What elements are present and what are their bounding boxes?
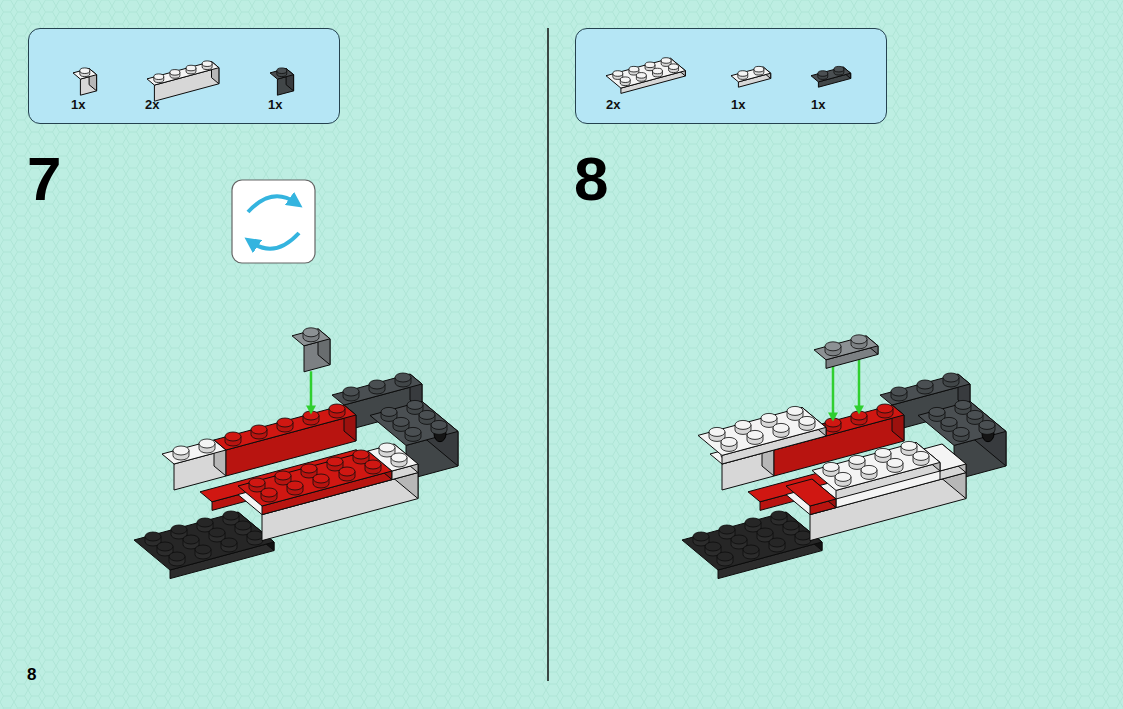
brick (214, 404, 356, 476)
part-icons (576, 29, 885, 122)
brick (270, 68, 294, 95)
placement-arrow (832, 366, 835, 415)
brick (73, 68, 97, 95)
placement-arrow (310, 371, 313, 407)
placement-arrowhead (306, 406, 316, 415)
part-count: 1x (71, 98, 85, 111)
step-number: 8 (574, 148, 608, 210)
brick (698, 406, 826, 464)
parts-callout-box: 2x 1x 1x (575, 28, 887, 124)
page-number: 8 (27, 666, 36, 683)
part-count: 1x (731, 98, 745, 111)
brick (368, 443, 418, 480)
model-step-8 (682, 335, 1006, 579)
part-count: 2x (145, 98, 159, 111)
part-count: 1x (268, 98, 282, 111)
step-number: 7 (27, 148, 61, 210)
placement-arrowhead (854, 406, 864, 415)
brick (162, 439, 226, 490)
brick (292, 328, 330, 372)
brick (134, 511, 274, 579)
brick (682, 511, 822, 579)
placement-arrow (858, 359, 861, 408)
brick (811, 66, 851, 87)
rotate-icon (232, 180, 315, 263)
part-count: 2x (606, 98, 620, 111)
divider (547, 28, 549, 681)
placement-arrowhead (828, 413, 838, 422)
brick (147, 61, 219, 101)
brick (812, 441, 940, 499)
brick (238, 450, 392, 515)
brick (731, 66, 771, 87)
brick (606, 58, 685, 94)
brick (814, 335, 878, 369)
model-step-7 (134, 328, 458, 579)
part-count: 1x (811, 98, 825, 111)
parts-callout-box: 1x 2x 1x (28, 28, 340, 124)
